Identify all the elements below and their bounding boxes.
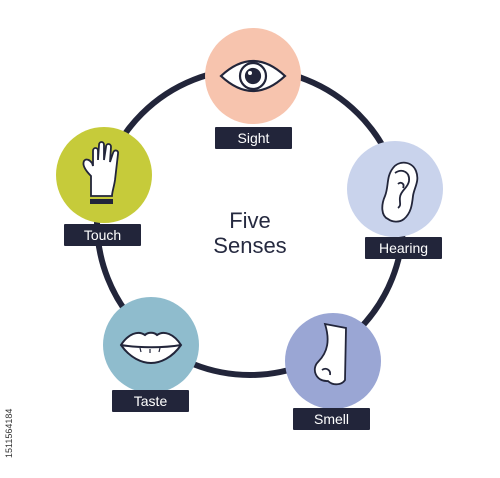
nose-icon: [314, 322, 347, 386]
touch-node: [56, 127, 152, 223]
sight-label: Sight: [215, 127, 292, 149]
lips-icon: [119, 331, 183, 365]
sight-node: [205, 28, 301, 124]
diagram-title: Five Senses: [170, 208, 330, 258]
title-line-2: Senses: [213, 233, 287, 258]
smell-label: Smell: [293, 408, 370, 430]
hearing-label: Hearing: [365, 237, 442, 259]
taste-label: Taste: [112, 390, 189, 412]
eye-icon: [219, 60, 287, 92]
taste-node: [103, 297, 199, 393]
hearing-node: [347, 141, 443, 237]
smell-node: [285, 313, 381, 409]
stock-id-text: 1511564184: [4, 408, 14, 458]
ear-icon: [381, 161, 419, 223]
hand-icon: [82, 141, 120, 204]
touch-label: Touch: [64, 224, 141, 246]
title-line-1: Five: [229, 208, 271, 233]
